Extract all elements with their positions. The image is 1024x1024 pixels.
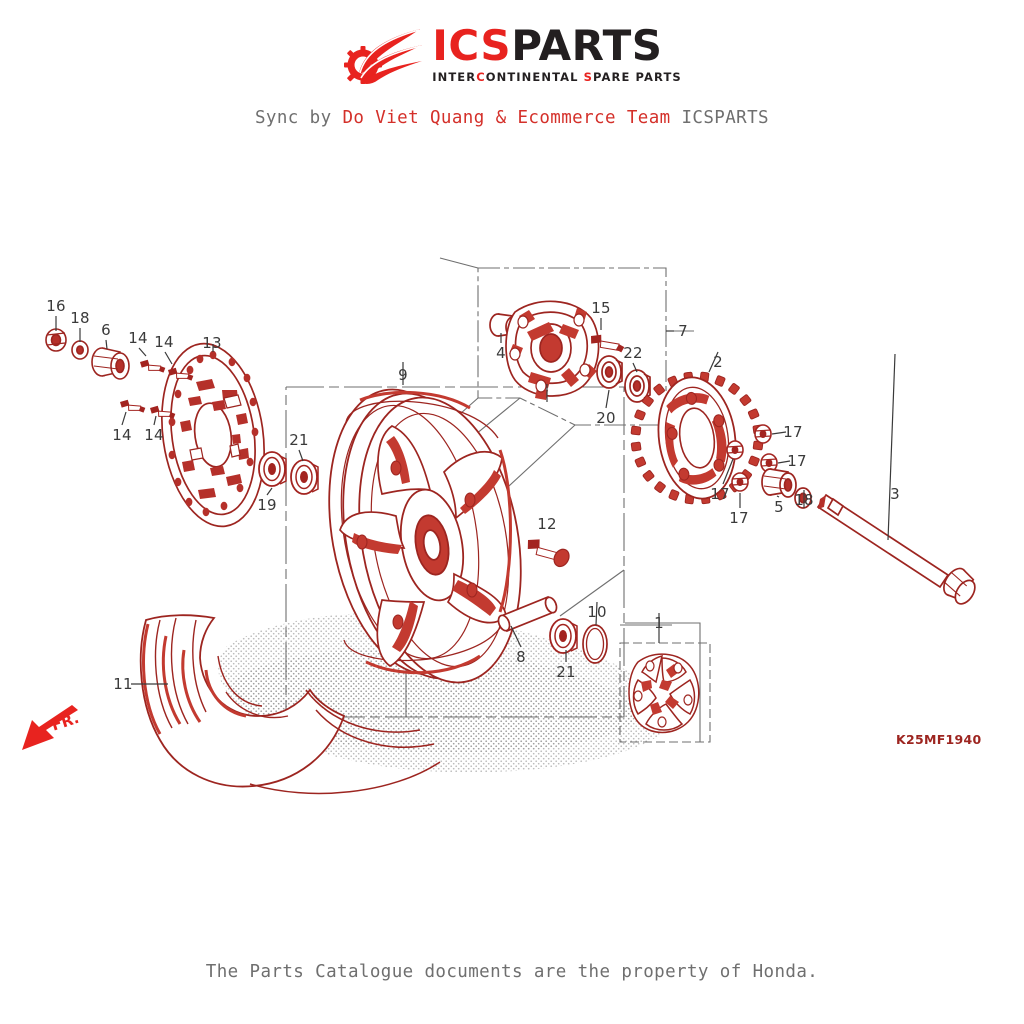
callout-number: 10 [587, 603, 607, 621]
sync-credit-line: Sync by Do Viet Quang & Ecommerce Team I… [0, 108, 1024, 128]
callout-number: 2 [713, 353, 723, 371]
part-3-rear-axle [816, 493, 976, 605]
callout-number: 18 [794, 491, 814, 509]
callout-number: 9 [398, 366, 408, 384]
part-18-washer-right [794, 487, 812, 509]
part-9-rear-wheel [328, 388, 522, 684]
part-15-bolt [591, 334, 625, 353]
part-21-bearing-right [549, 618, 578, 654]
part-1-damper-rubber [628, 653, 700, 734]
part-18-washer [71, 340, 89, 360]
callout-number: 21 [556, 663, 576, 681]
callout-number: 7 [678, 322, 688, 340]
part-21-bearing-left [290, 459, 319, 495]
callout-number: 17 [710, 485, 730, 503]
callout-number: 21 [289, 431, 309, 449]
part-19-bearing [258, 451, 287, 487]
callout-number: 17 [729, 509, 749, 527]
part-2-driven-sprocket [630, 371, 764, 505]
exploded-parts-diagram [0, 150, 1024, 810]
drawing-code: K25MF1940 [896, 732, 982, 747]
part-4-driven-flange [489, 300, 600, 400]
callout-number: 16 [46, 297, 66, 315]
callout-number: 12 [537, 515, 557, 533]
sync-prefix: Sync by [254, 108, 343, 128]
sync-suffix: ICSPARTS [670, 108, 769, 128]
callout-number: 18 [70, 309, 90, 327]
callout-number: 1 [654, 614, 664, 632]
logo-word-secondary: PARTS [511, 20, 663, 70]
part-10-seal [582, 624, 608, 664]
callout-number: 19 [257, 496, 277, 514]
footer-copyright: The Parts Catalogue documents are the pr… [205, 962, 819, 982]
callout-number: 4 [496, 344, 506, 362]
logo-tagline: INTERCONTINENTAL SPARE PARTS [432, 69, 682, 84]
front-direction-arrow-icon [22, 705, 78, 750]
part-20-bearing [596, 355, 623, 389]
callout-number: 3 [890, 485, 900, 503]
callout-number: 8 [516, 648, 526, 666]
callout-number: 14 [144, 426, 164, 444]
callout-leader-lines [55, 316, 896, 685]
callout-number: 14 [154, 333, 174, 351]
brand-logo: ICSPARTS INTERCONTINENTAL SPARE PARTS [0, 18, 1024, 90]
callout-number: 22 [623, 344, 643, 362]
part-hardware-left [45, 328, 130, 380]
logo-word-primary: ICS [432, 20, 512, 70]
callout-number: 14 [128, 329, 148, 347]
part-6-collar [91, 347, 130, 380]
part-8-spacer [497, 595, 558, 633]
callout-number: 13 [202, 334, 222, 352]
part-12-bolt [527, 539, 570, 568]
callout-number: 14 [112, 426, 132, 444]
logo-wordmark: ICSPARTS [432, 24, 662, 67]
callout-number: 15 [591, 299, 611, 317]
callout-number: 6 [101, 321, 111, 339]
callout-number: 17 [787, 452, 807, 470]
part-11-tire [139, 614, 441, 795]
part-22-bearing [624, 369, 651, 403]
sync-highlight: Do Viet Quang & Ecommerce Team [342, 108, 671, 128]
callout-number: 17 [783, 423, 803, 441]
callout-number: 5 [774, 498, 784, 516]
part-16-nut [45, 328, 67, 352]
callout-number: 11 [113, 675, 133, 693]
callout-number: 20 [596, 409, 616, 427]
part-5-collar [761, 468, 797, 498]
honda-wing-gear-icon [344, 29, 423, 84]
part-brake-disc [161, 342, 265, 528]
